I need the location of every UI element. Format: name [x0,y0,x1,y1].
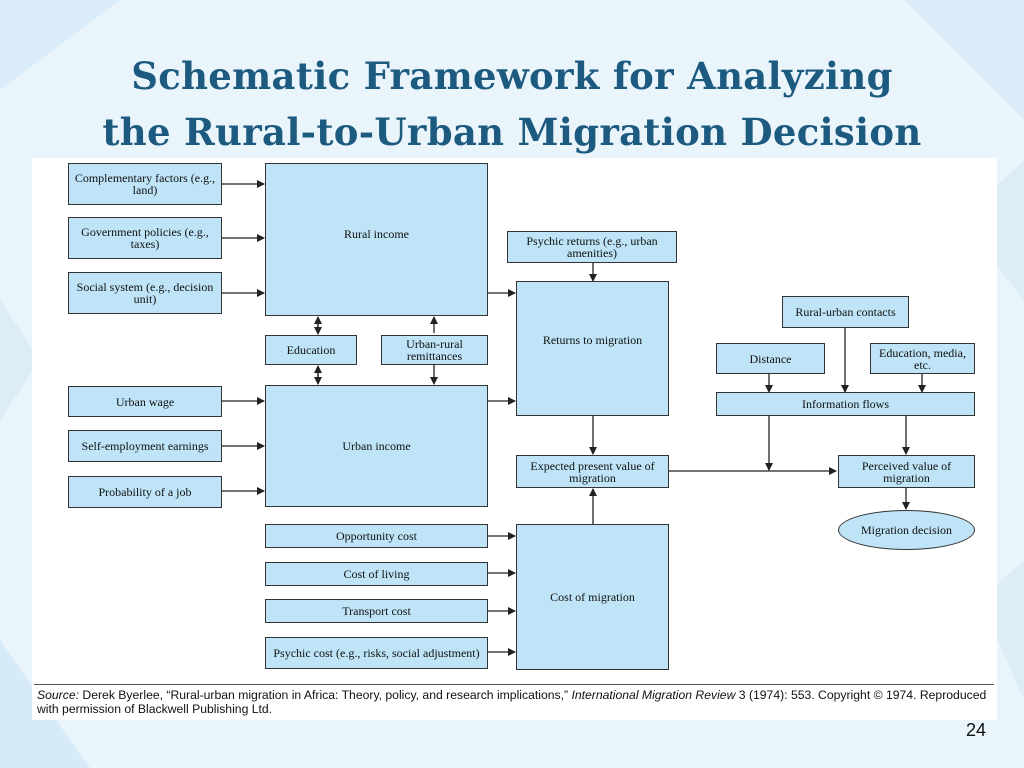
source-text-2: 3 (1974): 553. Copyright © 1974. Reprodu… [37,688,987,716]
transport-cost-box: Transport cost [265,599,488,623]
source-label: Source: [37,688,80,702]
urban-income-box: Urban income [265,385,488,507]
self-employment-box: Self-employment earnings [68,430,222,462]
cost-of-migration-box: Cost of migration [516,524,669,670]
education-box: Education [265,335,357,365]
expected-value-box: Expected present value of migration [516,455,669,488]
education-media-box: Education, media, etc. [870,343,975,374]
distance-box: Distance [716,343,825,374]
probability-box: Probability of a job [68,476,222,508]
page-title: Schematic Framework for Analyzing the Ru… [0,48,1024,160]
migration-decision-oval: Migration decision [838,510,975,550]
source-text-1: Derek Byerlee, “Rural-urban migration in… [79,688,572,702]
rural-urban-contacts-box: Rural-urban contacts [782,296,909,328]
rural-income-box: Rural income [265,163,488,316]
source-divider [34,684,994,685]
page-number: 24 [965,720,986,740]
information-flows-box: Information flows [716,392,975,416]
government-policies-box: Government policies (e.g., taxes) [68,217,222,259]
source-citation: Source: Derek Byerlee, “Rural-urban migr… [37,688,987,716]
psychic-returns-box: Psychic returns (e.g., urban amenities) [507,231,677,263]
title-line-1: Schematic Framework for Analyzing [131,54,893,98]
cost-of-living-box: Cost of living [265,562,488,586]
urban-wage-box: Urban wage [68,386,222,417]
perceived-value-box: Perceived value of migration [838,455,975,488]
title-line-2: the Rural-to-Urban Migration Decision [102,110,922,154]
remittances-box: Urban-rural remittances [381,335,488,365]
source-journal: International Migration Review [571,688,736,702]
opportunity-cost-box: Opportunity cost [265,524,488,548]
returns-to-migration-box: Returns to migration [516,281,669,416]
psychic-cost-box: Psychic cost (e.g., risks, social adjust… [265,637,488,669]
social-system-box: Social system (e.g., decision unit) [68,272,222,314]
complementary-factors-box: Complementary factors (e.g., land) [68,163,222,205]
